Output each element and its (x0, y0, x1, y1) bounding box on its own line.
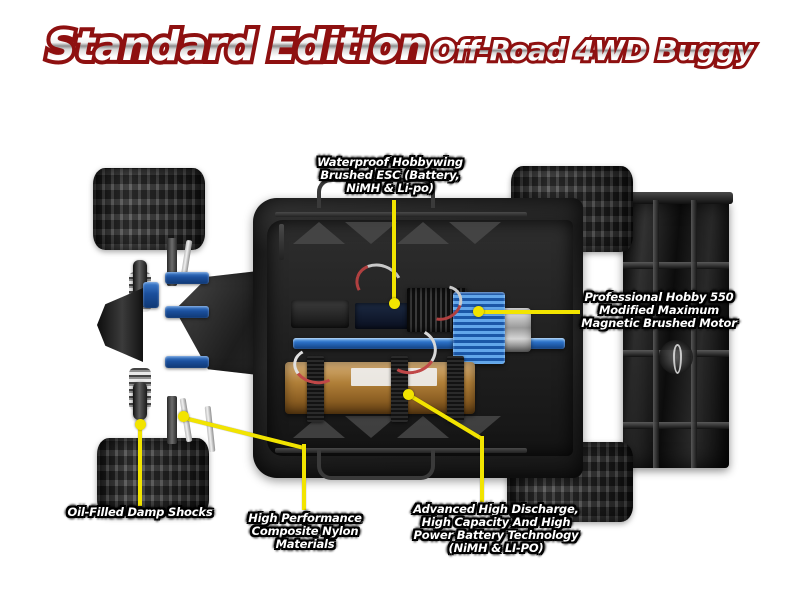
rear-wing-divider (623, 422, 729, 429)
rear-wing-logo (659, 340, 693, 374)
leader-dot-esc (389, 298, 400, 309)
callout-battery: Advanced High Discharge, High Capacity A… (413, 502, 579, 555)
chassis-truss (293, 222, 345, 244)
leader-line-shocks (138, 424, 142, 506)
chassis-rib (279, 224, 284, 260)
chassis-truss (397, 416, 449, 438)
leader-dot-nylon (178, 411, 189, 422)
battery-strap (307, 356, 324, 422)
battery-strap (391, 356, 408, 422)
page-title-primary: Standard Edition Standard Edition (42, 18, 432, 74)
product-photo (55, 160, 755, 522)
page-title-secondary: Off-Road 4WD Buggy Off-Road 4WD Buggy (429, 31, 757, 70)
aluminium-hub-mid-left (165, 306, 209, 318)
rear-wing (619, 192, 733, 468)
title-secondary-outline: Off-Road 4WD Buggy (429, 31, 757, 70)
title-secondary-text: Off-Road 4WD Buggy (432, 34, 754, 67)
chassis-rib (275, 212, 527, 217)
steering-servo (291, 300, 349, 328)
front-bumper (97, 288, 143, 362)
aluminium-hub-rear-left (165, 356, 209, 368)
battery-strap (447, 356, 464, 422)
chassis-truss (345, 416, 397, 438)
leader-line-esc (392, 200, 396, 305)
leader-line-nylon-vertical (302, 444, 306, 510)
chassis-rib (275, 448, 527, 453)
leader-dot-motor (473, 306, 484, 317)
body-post-hoop-rear (317, 450, 435, 480)
leader-line-motor (480, 310, 580, 314)
callout-shocks: Oil-Filled Damp Shocks (67, 505, 213, 519)
title-primary-outline: Standard Edition (42, 18, 432, 74)
driveshaft-rear-left (167, 396, 177, 444)
chassis-truss (397, 222, 449, 244)
leader-dot-battery (403, 389, 414, 400)
chassis-truss (449, 222, 501, 244)
rear-wing-fin (653, 200, 659, 468)
motor-heatsink-fins (453, 292, 505, 364)
callout-esc: Waterproof Hobbywing Brushed ESC (Batter… (317, 155, 463, 195)
chassis-truss (345, 222, 397, 244)
chassis-truss (293, 416, 345, 438)
rear-wing-lip (619, 192, 733, 204)
title-block: Standard Edition Standard Edition Off-Ro… (0, 18, 800, 74)
aluminium-chassis-brace (293, 338, 565, 349)
leader-dot-shocks (135, 419, 146, 430)
driveshaft-front-left (167, 238, 177, 286)
body-post-hoop-front (317, 178, 435, 208)
shock-rear-left (133, 382, 147, 420)
callout-nylon-materials: High Performance Composite Nylon Materia… (248, 511, 362, 551)
rear-wing-divider (623, 262, 729, 269)
receiver-box (355, 303, 409, 329)
rear-wing-fin (691, 200, 697, 468)
tire-front-left (93, 168, 205, 250)
title-primary-text: Standard Edition (46, 22, 428, 70)
leader-line-battery-vertical (480, 436, 484, 502)
aluminium-steering-block-left (143, 282, 159, 308)
callout-motor: Professional Hobby 550 Modified Maximum … (581, 290, 737, 330)
tire-rear-left (97, 438, 209, 516)
aluminium-hub-front-left (165, 272, 209, 284)
